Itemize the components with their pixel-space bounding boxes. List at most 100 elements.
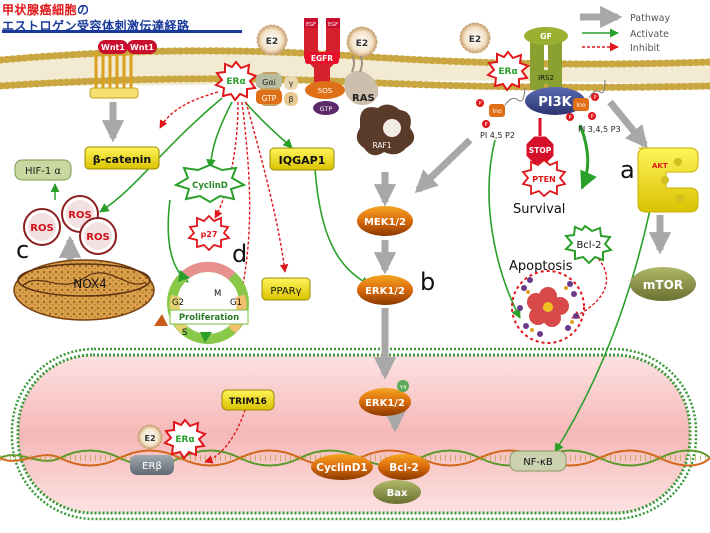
hif1a-node: HIF-1 α [14,159,72,181]
inhibition-arrows [159,91,608,464]
bax-label: Bax [387,488,408,499]
nucleus [0,347,710,521]
mek-label: MEK1/2 [364,217,406,228]
pathway-arrows [58,99,672,433]
activate-era-cyclind [206,101,233,169]
title-red-part: 甲状腺癌細胞 [2,3,78,17]
page-title-line2: エストロゲン受容体刺激伝達経路 [2,19,190,33]
erk-nucleus-label: ERK1/2 [365,398,405,409]
letter-a: a [620,156,635,184]
bcl2-cytoplasm-label: Bcl-2 [576,240,601,251]
er-alpha-membrane-star: ERα [214,60,258,102]
mitochondrion-nox4: NOX4 [13,259,155,321]
ros-2-label: ROS [68,210,91,221]
e2-top-left-label: E2 [266,37,278,47]
gai-label: Gαi [262,78,276,87]
er-beta-node: ERβ [130,455,174,475]
wnt1-receptor: Wnt1 Wnt1 [89,40,157,99]
inhibit-era-betacatenin [159,91,219,129]
ras-label: RAS [352,93,375,104]
p-right2-label: P [568,115,571,121]
ino-left-label: Ino [492,108,502,115]
pathway-arrow-pi-mek [414,137,473,194]
irs2-node [532,70,560,84]
bcl2-nucleus-node: Bcl-2 [378,454,430,480]
e2-top-mid-label: E2 [356,39,368,49]
pi3k-complex: GF IRS2 PI3K [524,27,585,115]
pi45p2-label: PI 4,5 P2 [480,131,515,140]
egfr-receptor: EGF EGF EGFR [304,18,340,92]
trim16-label: TRIM16 [229,397,267,407]
stop-sign: STOP [525,118,555,165]
inhibit-era-p27 [214,101,239,219]
legend-inhibit-label: Inhibit [630,43,660,54]
cell-cycle: M G2 G1 S Proliferation [154,261,249,344]
irs2-label: IRS2 [538,74,554,82]
cyclind-label: CyclinD [192,181,228,191]
gtp-g-label: GTP [262,94,277,103]
p-right3-label: P [590,114,593,120]
bax-node: Bax [373,480,421,504]
bcl2-nucleus-label: Bcl-2 [389,462,419,474]
nfkb-node: NF-κB [509,450,567,472]
wnt1-right-ligand [127,40,157,54]
g-protein-complex: Gαi GTP γ β [256,72,298,106]
iqgap1-label: IQGAP1 [279,154,326,167]
akt-node: AKT [637,147,699,213]
beta-subunit-label: β [288,95,293,104]
er-alpha-right-star: ERα [486,50,530,92]
pten-star: PTEN [521,158,567,198]
gf-ligand [524,27,568,45]
erk-cytoplasm-label: ERK1/2 [365,286,405,297]
cyclind-star: CyclinD [173,163,247,204]
ros-node-3: ROS [79,217,117,255]
raf1-label: RAF1 [372,141,391,150]
gf-label: GF [540,32,552,41]
p-right1-label: P [593,95,596,101]
pi345p3-label: PI 3,4,5 P3 [578,125,621,134]
apoptosis-label: Apoptosis [509,259,573,274]
erk-cytoplasm-node: ERK1/2 [357,275,413,305]
gai-subunit [256,74,282,88]
p27-star: p27 [187,214,231,252]
mek-node: MEK1/2 [357,206,413,236]
stop-label: STOP [529,146,552,155]
inhibit-trim16-era [204,399,249,464]
bcl2-cytoplasm-star: Bcl-2 [564,224,613,265]
beta-catenin-node: β-catenin [84,146,160,170]
egfr-label: EGFR [311,54,333,63]
egf-right-label: EGF [328,22,338,28]
ras-node [344,70,379,105]
nfkb-label: NF-κB [523,457,553,468]
p-left2-label: P [484,122,487,128]
proliferation-label: Proliferation [179,313,239,323]
activate-iqgap1-erk [314,167,371,286]
pi3k-label: PI3K [538,95,572,110]
er-alpha-nucleus-label: ERα [175,435,194,445]
phase-g2-label: G2 [172,298,184,308]
survival-label: Survival [513,202,565,217]
letter-d: d [232,240,247,268]
activate-era-iqgap1 [244,101,293,149]
ino-right-label: Ino [576,102,586,109]
gtp-g-subunit [256,90,282,104]
letter-c: c [16,236,29,264]
gtp-ras-node [313,101,339,115]
wnt1-left-ligand [98,40,128,54]
ros-1-label: ROS [30,223,53,234]
beta-catenin-label: β-catenin [93,153,152,166]
sos-node [305,81,345,99]
hif1a-label: HIF-1 α [25,166,61,177]
er-beta-label: ERβ [142,461,162,472]
ppar-node: PPARγ [261,277,311,301]
pi3k-node [525,87,585,115]
pathway-arrow-pi3k-akt [607,99,648,149]
activate-pi3k-survival [578,124,597,190]
sos-ras-complex: SOS RAS GTP [305,55,379,115]
akt-label: AKT [652,162,668,170]
inhibit-bcl2-apoptosis [571,254,608,319]
gamma-label: γ [289,79,294,88]
egf-left-label: EGF [306,22,316,28]
ros-node-1: ROS [23,208,61,246]
